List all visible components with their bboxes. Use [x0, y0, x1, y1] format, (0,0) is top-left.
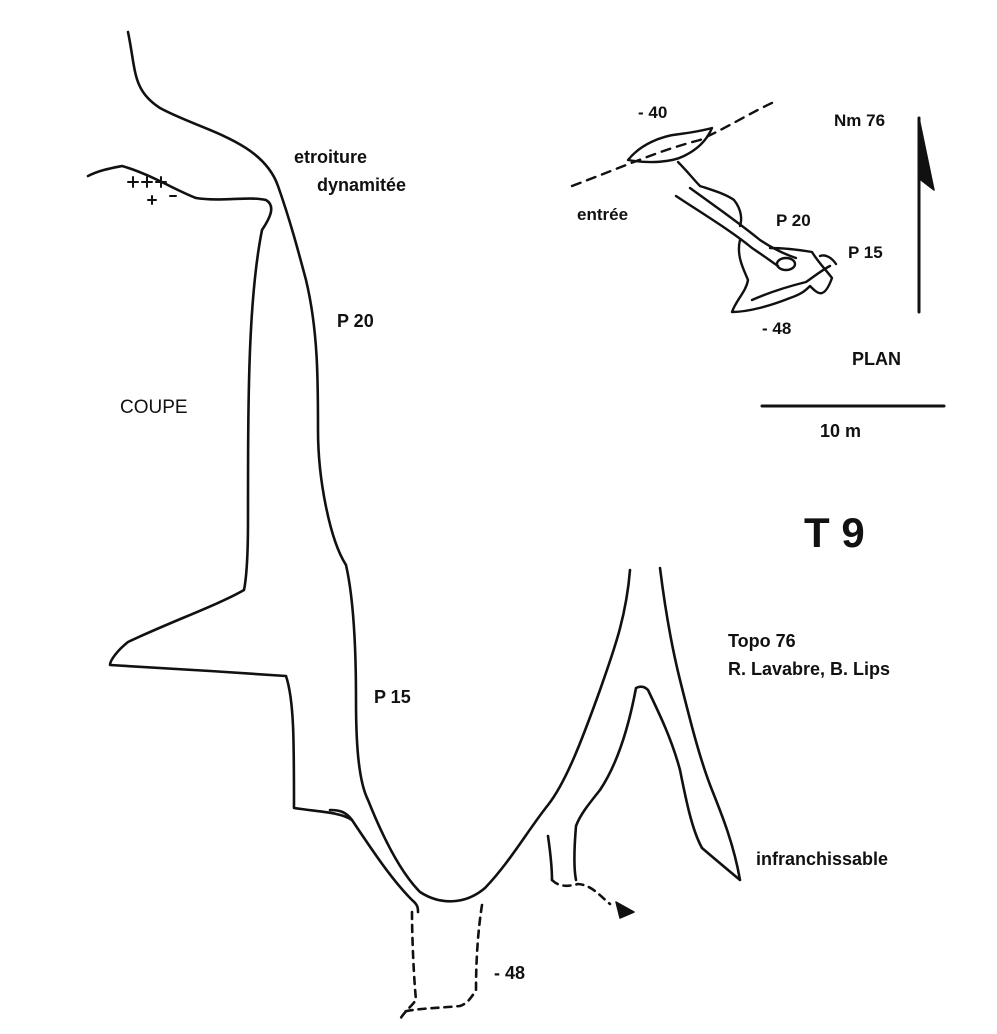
plan-label: PLAN	[852, 349, 901, 369]
section-pitch-lower-label: P 15	[374, 687, 411, 707]
cross-section	[86, 30, 742, 1022]
flow-arrow-icon	[615, 901, 635, 919]
plan-top-chamber	[626, 126, 714, 164]
plan-pitch-upper-label: P 20	[776, 211, 811, 230]
section-pitch-upper-label: P 20	[337, 311, 374, 331]
surface-rubble-icon	[127, 176, 177, 205]
section-right-wall	[126, 30, 632, 903]
impassable-label: infranchissable	[756, 849, 889, 869]
plan-p15-lip	[818, 254, 838, 266]
narrowing-label-line1: etroiture	[294, 147, 368, 167]
section-side-branch	[573, 566, 742, 882]
plan-pit-outline	[730, 238, 834, 314]
plan-entrance-label: entrée	[577, 205, 629, 224]
credits-line2: R. Lavabre, B. Lips	[728, 659, 891, 679]
plan-passage-lower-wall	[674, 194, 780, 268]
plan-depth-bottom-label: - 48	[762, 319, 792, 338]
plan-pitch-lower-label: P 15	[848, 243, 883, 262]
section-unsurveyed	[398, 878, 612, 1022]
north-arrow-icon	[917, 116, 935, 314]
section-left-wall	[86, 164, 420, 914]
plan-view	[570, 100, 838, 314]
section-depth-bottom-label: - 48	[494, 963, 526, 983]
credits-line1: Topo 76	[728, 631, 796, 651]
north-label: Nm 76	[834, 111, 886, 130]
section-lower-ledge	[328, 808, 354, 822]
narrowing-label-line2: dynamitée	[317, 175, 407, 195]
plan-slope-line	[570, 100, 776, 188]
section-chimney	[546, 834, 554, 882]
plan-shaft-p20	[775, 256, 797, 272]
plan-depth-top-label: - 40	[638, 103, 668, 122]
section-label: COUPE	[120, 397, 188, 418]
scale-bar-label: 10 m	[820, 421, 862, 441]
plan-passage-upper	[676, 160, 743, 228]
plan-passage-upper-wall	[688, 186, 798, 260]
cave-title: T 9	[804, 509, 865, 556]
plan-pit-inner	[750, 264, 832, 302]
